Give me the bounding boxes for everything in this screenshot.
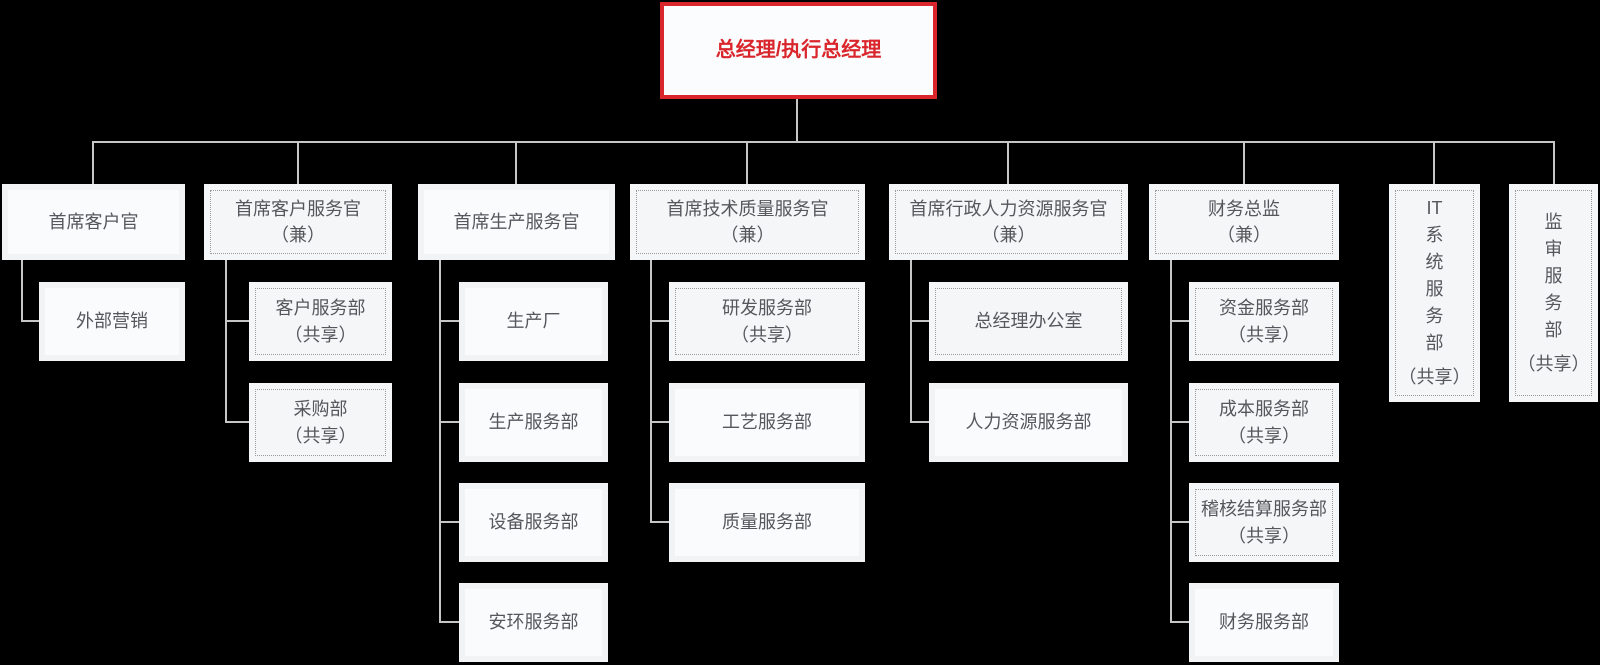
node-sublabel: （共享） xyxy=(284,324,357,345)
connector-trunk-6 xyxy=(1170,260,1172,623)
node-label: 首席客户服务官 xyxy=(235,198,361,219)
node-audit-supervision-service-dept: 监审服务部 （共享） xyxy=(1509,184,1598,402)
connector-stub xyxy=(1170,320,1189,322)
connector-stub xyxy=(439,621,459,623)
connector-trunk-4 xyxy=(650,260,652,523)
connector-stub xyxy=(1170,521,1189,523)
connector-drop-5 xyxy=(1007,141,1009,184)
node-equipment-service-dept: 设备服务部 xyxy=(459,483,608,562)
node-label: 财务总监 xyxy=(1208,198,1280,219)
connector-trunk-1 xyxy=(21,260,23,322)
connector-stub xyxy=(650,320,669,322)
node-gm-office: 总经理办公室 xyxy=(929,282,1128,361)
node-finance-director: 财务总监 （兼） xyxy=(1149,184,1339,260)
node-label: 客户服务部 xyxy=(275,298,366,319)
node-label: 监审服务部 xyxy=(1544,211,1563,340)
node-label: 总经理/执行总经理 xyxy=(715,39,882,61)
connector-trunk-2 xyxy=(225,260,227,423)
node-label: 首席行政人力资源服务官 xyxy=(909,198,1108,219)
connector-stub xyxy=(1170,621,1189,623)
node-sublabel: （共享） xyxy=(731,324,803,345)
connector-root-drop xyxy=(796,99,798,141)
connector-stub xyxy=(910,320,929,322)
node-chief-admin-hr-service-officer: 首席行政人力资源服务官 （兼） xyxy=(889,184,1128,260)
connector-drop-3 xyxy=(515,141,517,184)
node-label: IT系统服务部 xyxy=(1425,198,1444,354)
node-sublabel: （兼） xyxy=(720,225,775,245)
connector-stub xyxy=(650,421,669,423)
connector-stub xyxy=(225,320,249,322)
connector-drop-6 xyxy=(1243,141,1245,184)
node-chief-production-service-officer: 首席生产服务官 xyxy=(418,184,615,260)
node-label: 首席客户官 xyxy=(48,211,139,232)
connector-stub xyxy=(439,521,459,523)
node-hr-service-dept: 人力资源服务部 xyxy=(929,383,1128,462)
connector-drop-7 xyxy=(1433,141,1435,184)
node-finance-service-dept: 财务服务部 xyxy=(1189,583,1339,662)
node-sublabel: （共享） xyxy=(284,425,357,446)
node-process-service-dept: 工艺服务部 xyxy=(669,383,865,462)
node-customer-service-dept: 客户服务部 （共享） xyxy=(249,282,392,361)
connector-drop-2 xyxy=(297,141,299,184)
node-label: 质量服务部 xyxy=(722,512,812,533)
node-sublabel: （兼） xyxy=(271,225,325,245)
node-label: 成本服务部 xyxy=(1219,399,1309,420)
connector-drop-1 xyxy=(92,141,94,184)
node-label: 设备服务部 xyxy=(488,512,579,533)
node-label: 采购部 xyxy=(293,399,348,420)
node-label: 总经理办公室 xyxy=(974,311,1083,332)
connector-stub xyxy=(439,320,459,322)
connector-stub xyxy=(650,521,669,523)
node-sublabel: （兼） xyxy=(981,225,1036,245)
connector-stub xyxy=(910,421,929,423)
node-label: 人力资源服务部 xyxy=(965,412,1092,433)
node-procurement-dept: 采购部 （共享） xyxy=(249,383,392,462)
connector-trunk-5 xyxy=(910,260,912,423)
node-sublabel: （共享） xyxy=(1228,525,1300,546)
node-production-plant: 生产厂 xyxy=(459,282,608,361)
node-label: 安环服务部 xyxy=(488,612,579,633)
node-label: 首席技术质量服务官 xyxy=(666,198,829,219)
node-chief-customer-service-officer: 首席客户服务官 （兼） xyxy=(204,184,392,260)
node-label: 研发服务部 xyxy=(722,298,812,319)
node-label: 生产厂 xyxy=(506,311,561,332)
node-safety-env-service-dept: 安环服务部 xyxy=(459,583,608,662)
node-label: 财务服务部 xyxy=(1219,612,1309,633)
node-funds-service-dept: 资金服务部 （共享） xyxy=(1189,282,1339,361)
node-label: 首席生产服务官 xyxy=(453,211,580,232)
node-label: 资金服务部 xyxy=(1219,298,1309,319)
connector-stub xyxy=(439,421,459,423)
connector-stub xyxy=(225,421,249,423)
node-general-manager: 总经理/执行总经理 xyxy=(660,2,937,99)
connector-trunk-3 xyxy=(439,260,441,623)
node-sublabel: （兼） xyxy=(1217,225,1271,245)
node-cost-service-dept: 成本服务部 （共享） xyxy=(1189,383,1339,462)
node-sublabel: （共享） xyxy=(1228,425,1300,446)
node-sublabel: （共享） xyxy=(1228,324,1300,345)
node-it-system-service-dept: IT系统服务部 （共享） xyxy=(1389,184,1480,402)
node-label: 稽核结算服务部 xyxy=(1201,499,1327,520)
node-external-marketing: 外部营销 xyxy=(39,282,185,361)
node-label: 外部营销 xyxy=(76,311,148,332)
node-quality-service-dept: 质量服务部 xyxy=(669,483,865,562)
connector-stub xyxy=(1170,421,1189,423)
node-rd-service-dept: 研发服务部 （共享） xyxy=(669,282,865,361)
node-chief-tech-quality-service-officer: 首席技术质量服务官 （兼） xyxy=(630,184,865,260)
node-sublabel: （共享） xyxy=(1398,367,1471,388)
connector-drop-8 xyxy=(1553,141,1555,184)
node-production-service-dept: 生产服务部 xyxy=(459,383,608,462)
node-chief-customer-officer: 首席客户官 xyxy=(2,184,185,260)
node-label: 工艺服务部 xyxy=(722,412,812,433)
connector-drop-4 xyxy=(746,141,748,184)
node-label: 生产服务部 xyxy=(488,412,579,433)
node-audit-settlement-service-dept: 稽核结算服务部 （共享） xyxy=(1189,483,1339,562)
connector-stub xyxy=(21,320,39,322)
connector-bus xyxy=(92,141,1555,143)
node-sublabel: （共享） xyxy=(1517,353,1590,374)
